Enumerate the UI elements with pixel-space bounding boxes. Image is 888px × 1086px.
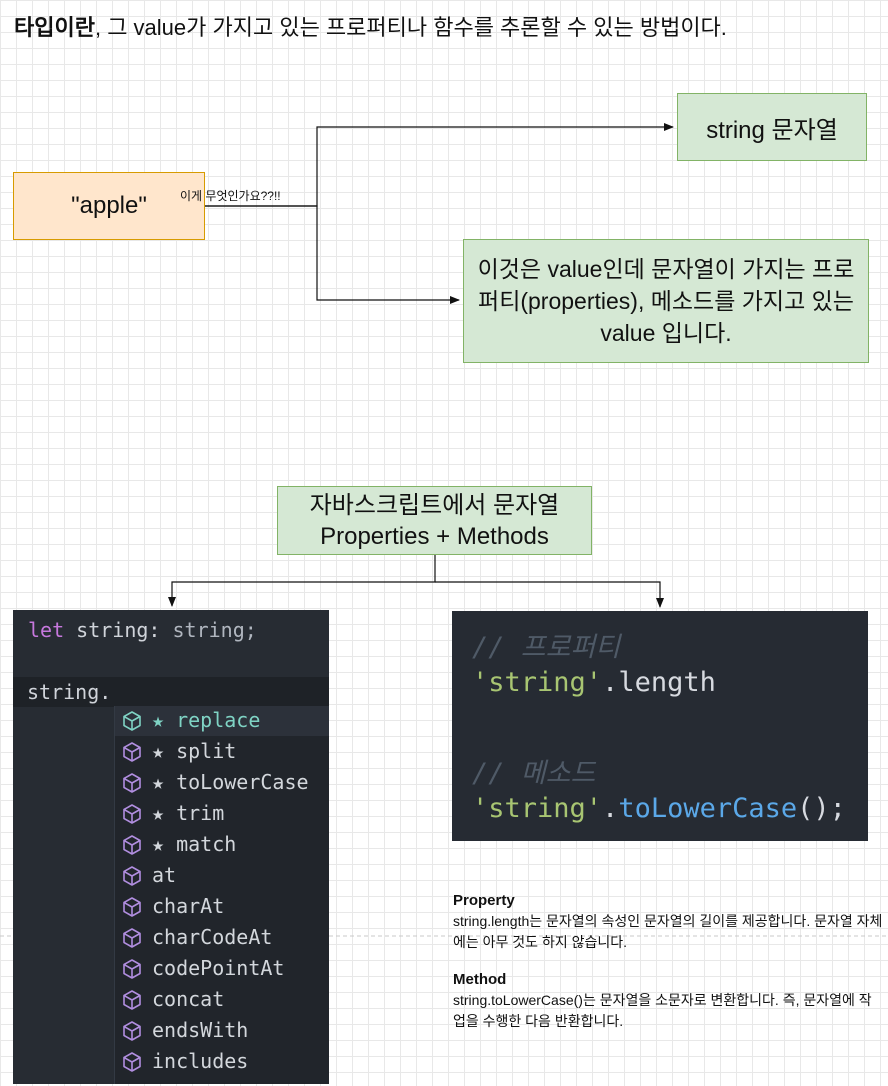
suggestion-item[interactable]: endsWith (115, 1016, 329, 1046)
cube-method-icon (121, 989, 143, 1011)
explanation-box: 이것은 value인데 문자열이 가지는 프로퍼티(properties), 메… (463, 239, 869, 363)
cube-method-icon (121, 958, 143, 980)
comment-method: // 메소드 (472, 758, 596, 789)
apple-value-box: "apple" (13, 172, 205, 240)
string-type-box: string 문자열 (677, 93, 867, 161)
declaration-line: let string: string; (28, 618, 257, 642)
edge-label-question: 이게 무엇인가요??!! (180, 189, 281, 203)
js-box-line1: 자바스크립트에서 문자열 (309, 491, 560, 519)
suggestion-item[interactable]: includes (115, 1047, 329, 1077)
edge-apple-to-explain (205, 205, 460, 304)
edge-js-to-editor (168, 555, 436, 607)
suggestion-item[interactable]: codePointAt (115, 954, 329, 984)
suggestion-label: at (152, 863, 177, 887)
edge-js-to-code (435, 581, 664, 608)
method-text: string.toLowerCase()는 문자열을 소문자로 변환합니다. 즉… (453, 992, 872, 1029)
suggestion-item[interactable]: ★ match (115, 830, 329, 860)
cube-method-icon (121, 1020, 143, 1042)
suggestion-label: ★ toLowerCase (152, 770, 309, 794)
cube-method-icon (121, 865, 143, 887)
suggestion-item[interactable]: at (115, 861, 329, 891)
cube-method-icon (121, 803, 143, 825)
suggestion-item[interactable]: concat (115, 985, 329, 1015)
cube-method-icon (121, 772, 143, 794)
suggestion-item[interactable]: charAt (115, 892, 329, 922)
page-heading: 타입이란, 그 value가 가지고 있는 프로퍼티나 함수를 추론할 수 있는… (14, 15, 727, 40)
suggestion-label: charCodeAt (152, 925, 273, 949)
suggestion-item[interactable]: ★ split (115, 737, 329, 767)
method-example-line: 'string'.toLowerCase(); (472, 793, 846, 824)
cube-method-icon (121, 741, 143, 763)
js-string-box: 자바스크립트에서 문자열 Properties + Methods (277, 486, 592, 555)
code-editor-panel: let string: string; string. ★ replace ★ s… (13, 610, 329, 1084)
suggestion-label: endsWith (152, 1018, 249, 1042)
cube-method-icon (121, 834, 143, 856)
comment-property: // 프로퍼티 (472, 632, 621, 663)
autocomplete-list[interactable]: ★ replace ★ split ★ toLowerCase ★ trim ★ mat… (114, 706, 329, 1084)
suggestion-label: includes (152, 1049, 249, 1073)
suggestion-label: charAt (152, 894, 225, 918)
code-example-panel: // 프로퍼티 'string'.length // 메소드 'string'.… (452, 611, 868, 841)
suggestion-label: ★ split (152, 739, 237, 763)
suggestion-label: codePointAt (152, 956, 285, 980)
suggestion-item[interactable]: ★ toLowerCase (115, 768, 329, 798)
cube-method-icon (121, 896, 143, 918)
cube-method-icon (121, 710, 143, 732)
cube-method-icon (121, 1051, 143, 1073)
cube-method-icon (121, 927, 143, 949)
suggestion-label: concat (152, 987, 225, 1011)
suggestion-label: ★ replace (152, 708, 261, 732)
property-title: Property (453, 892, 515, 909)
suggestion-item[interactable]: ★ replace (115, 706, 329, 736)
method-title: Method (453, 971, 507, 988)
property-text: string.length는 문자열의 속성인 문자열의 길이를 제공합니다. … (453, 913, 883, 950)
suggestion-label: ★ match (152, 832, 237, 856)
suggestion-label: ★ trim (152, 801, 225, 825)
suggestion-item[interactable]: ★ trim (115, 799, 329, 829)
typed-line[interactable]: string. (13, 677, 329, 707)
property-example-line: 'string'.length (472, 667, 716, 698)
js-box-line2: Properties + Methods (320, 522, 549, 550)
suggestion-item[interactable]: charCodeAt (115, 923, 329, 953)
notes-section: Property string.length는 문자열의 속성인 문자열의 길이… (453, 890, 883, 1032)
